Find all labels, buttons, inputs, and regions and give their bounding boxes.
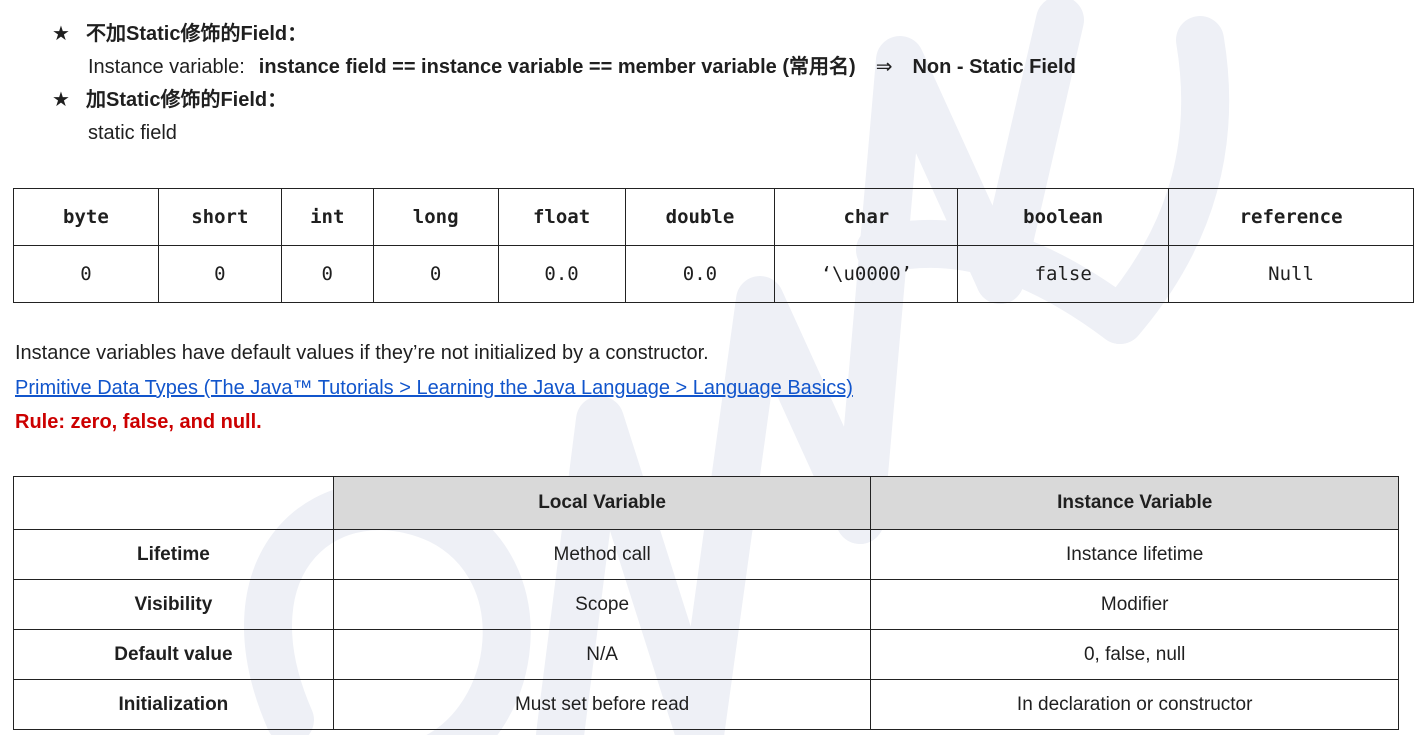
instance-variable-header: Instance Variable xyxy=(870,476,1399,530)
local-variable-cell: Method call xyxy=(332,529,872,580)
star-icon: ★ xyxy=(52,89,70,111)
instance-variable-cell: Modifier xyxy=(870,579,1399,630)
comparison-header-row: Local Variable Instance Variable xyxy=(13,476,1399,530)
row-label: Initialization xyxy=(13,679,334,730)
type-header: float xyxy=(497,188,626,246)
default-values-note: Instance variables have default values i… xyxy=(15,342,709,364)
instance-variable-cell: 0, false, null xyxy=(870,629,1399,680)
default-values-row: 0 0 0 0 0.0 0.0 ‘\u0000’ false Null xyxy=(13,245,1414,303)
table-row: Lifetime Method call Instance lifetime xyxy=(13,529,1399,580)
default-value-cell: 0 xyxy=(13,245,159,303)
default-value-cell: ‘\u0000’ xyxy=(774,245,959,303)
default-value-cell: 0 xyxy=(280,245,374,303)
default-value-cell: 0 xyxy=(157,245,282,303)
type-header: double xyxy=(624,188,776,246)
instance-variable-cell: Instance lifetime xyxy=(870,529,1399,580)
instance-variable-prefix: Instance variable: xyxy=(88,56,245,78)
default-values-table: byte short int long float double char bo… xyxy=(13,188,1414,303)
java-tutorials-link[interactable]: Primitive Data Types (The Java™ Tutorial… xyxy=(15,377,853,399)
instance-variable-synonyms: instance field == instance variable == m… xyxy=(258,56,856,78)
type-header: int xyxy=(280,188,374,246)
local-variable-cell: N/A xyxy=(332,629,872,680)
local-variable-cell: Scope xyxy=(332,579,872,630)
local-variable-cell: Must set before read xyxy=(332,679,872,730)
table-row: Initialization Must set before read In d… xyxy=(13,679,1399,730)
default-value-cell: false xyxy=(957,245,1170,303)
row-label: Lifetime xyxy=(13,529,334,580)
default-value-cell: 0 xyxy=(372,245,499,303)
default-value-cell: Null xyxy=(1168,245,1414,303)
row-label: Visibility xyxy=(13,579,334,630)
default-value-cell: 0.0 xyxy=(624,245,776,303)
star-icon: ★ xyxy=(52,23,70,45)
type-header: long xyxy=(372,188,499,246)
type-header: byte xyxy=(13,188,159,246)
default-value-cell: 0.0 xyxy=(497,245,626,303)
type-header: char xyxy=(774,188,959,246)
row-label: Default value xyxy=(13,629,334,680)
instance-variable-line: Instance variable: instance field == inst… xyxy=(52,50,1402,84)
variable-comparison-table: Local Variable Instance Variable Lifetim… xyxy=(13,476,1399,730)
type-header: boolean xyxy=(957,188,1170,246)
table-row: Visibility Scope Modifier xyxy=(13,579,1399,630)
non-static-field-label: Non - Static Field xyxy=(912,56,1076,78)
table-row: Default value N/A 0, false, null xyxy=(13,629,1399,680)
bullet-heading-static: 加Static修饰的Field： xyxy=(86,89,288,111)
type-header: reference xyxy=(1168,188,1414,246)
implies-arrow-icon: ⇒ xyxy=(875,56,893,78)
default-values-header-row: byte short int long float double char bo… xyxy=(13,188,1414,246)
empty-header-cell xyxy=(13,476,334,530)
bullet-item-non-static: ★ 不加Static修饰的Field： xyxy=(52,18,1402,50)
static-field-line: static field xyxy=(88,122,177,144)
rule-text: Rule: zero, false, and null. xyxy=(15,411,262,433)
bullet-heading-non-static: 不加Static修饰的Field： xyxy=(86,23,308,45)
bullet-section: ★ 不加Static修饰的Field： Instance variable: ins… xyxy=(52,18,1402,150)
instance-variable-cell: In declaration or constructor xyxy=(870,679,1399,730)
type-header: short xyxy=(157,188,282,246)
bullet-item-static: ★ 加Static修饰的Field： xyxy=(52,84,1402,116)
local-variable-header: Local Variable xyxy=(332,476,872,530)
